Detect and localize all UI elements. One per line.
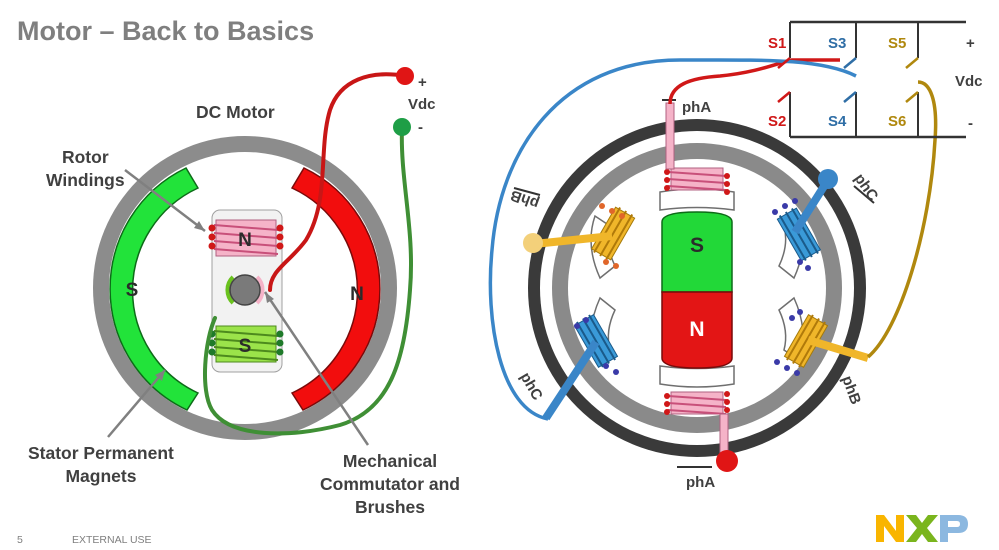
commutator-label-line2: Commutator and: [320, 474, 460, 494]
switch-s3-label: S3: [828, 35, 846, 52]
bldc-motor: [488, 58, 938, 472]
bldc-coil-phC: [573, 198, 822, 375]
stator-magnets-label-line1: Stator Permanent: [28, 443, 174, 463]
switch-s6-label: S6: [888, 113, 906, 130]
dc-plus-sign: +: [418, 74, 427, 91]
switch-s3: [843, 57, 857, 69]
dc-rotor-winding-north: [208, 219, 284, 257]
inverter-bridge: [777, 20, 966, 139]
rotor-windings-pointer: [124, 169, 206, 232]
bldc-terminal-phA: [716, 450, 738, 472]
bldc-rotor: [661, 211, 733, 369]
rotor-windings-label-line2: Windings: [46, 170, 125, 190]
wire-phB: [866, 80, 938, 359]
dc-rotor-label-south: S: [239, 336, 252, 357]
commutator-label: Mechanical Commutator and Brushes: [320, 450, 460, 519]
dc-terminal-negative: [393, 118, 411, 136]
switch-s2-label: S2: [768, 113, 786, 130]
bldc-terminal-phB: [523, 233, 543, 253]
inverter-plus-sign: +: [966, 35, 975, 52]
commutator-label-line1: Mechanical: [342, 451, 438, 471]
dc-rotor-winding-south: [208, 325, 284, 363]
wire-phA: [668, 58, 840, 105]
dc-stator-magnet-south: [109, 167, 200, 411]
switch-s5-label: S5: [888, 35, 906, 52]
dc-motor-title: DC Motor: [196, 102, 275, 122]
bldc-rotor-label-south: S: [690, 234, 704, 257]
dc-stator-label-south: S: [126, 280, 139, 301]
switch-s6: [905, 91, 919, 103]
dc-shaft: [229, 274, 261, 306]
stator-magnets-label-line2: Magnets: [65, 466, 137, 486]
rotor-windings-label-line1: Rotor: [61, 147, 109, 167]
dc-wire-positive: [268, 72, 407, 292]
slide-title: Motor – Back to Basics: [17, 16, 315, 46]
dc-stator-magnet-north: [290, 167, 381, 411]
stator-magnets-label: Stator Permanent Magnets: [28, 442, 174, 488]
switch-s4-label: S4: [828, 113, 847, 130]
switch-s4: [843, 91, 857, 103]
inverter-vdc-label: Vdc: [955, 73, 983, 90]
dc-wire-negative: [202, 126, 414, 436]
dc-commutator: [225, 274, 265, 306]
phase-c-left-label: phC: [517, 370, 546, 404]
commutator-pointer: [263, 291, 370, 446]
dc-minus-sign: -: [418, 119, 423, 136]
bldc-terminal-phC: [818, 169, 838, 189]
commutator-label-line3: Brushes: [354, 497, 426, 517]
dc-stator-label-north: N: [350, 284, 364, 305]
phase-b-right-label: phB: [838, 374, 864, 407]
switch-s1: [777, 57, 791, 69]
switch-s5: [905, 57, 919, 69]
bldc-rotor-label-north: N: [689, 318, 704, 341]
phase-a-bottom-label: phA: [686, 474, 715, 491]
wire-phC: [488, 58, 857, 421]
footer-page-number: 5: [17, 534, 23, 546]
phase-a-top-label: phA: [682, 99, 711, 116]
dc-vdc-label: Vdc: [408, 96, 436, 113]
bldc-coil-phB: [590, 203, 829, 376]
footer-classification: EXTERNAL USE: [72, 534, 152, 546]
bldc-coil-phA: [664, 167, 730, 415]
nxp-logo: [876, 515, 968, 542]
dc-rotor-label-north: N: [238, 230, 252, 251]
inverter-minus-sign: -: [968, 115, 973, 132]
rotor-windings-label: Rotor Windings: [46, 146, 125, 192]
stator-magnets-pointer: [107, 369, 166, 438]
switch-s2: [777, 91, 791, 103]
switch-s1-label: S1: [768, 35, 786, 52]
dc-terminal-positive: [396, 67, 414, 85]
dc-motor: [93, 67, 414, 446]
